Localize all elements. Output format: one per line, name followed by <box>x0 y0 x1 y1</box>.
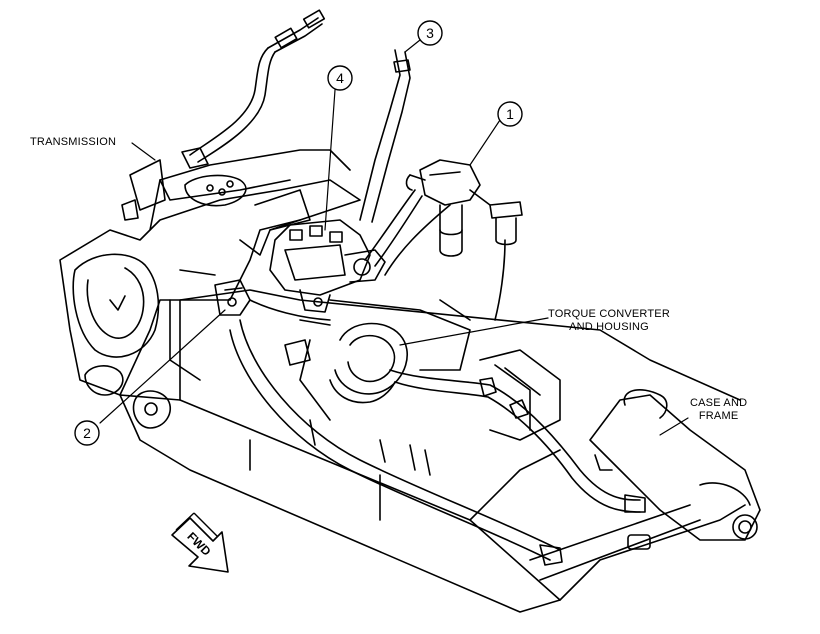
torque-converter-label: TORQUE CONVERTER AND HOUSING <box>548 308 670 334</box>
control-valve-group <box>269 219 386 313</box>
callout-2-text: 2 <box>83 425 91 441</box>
filter-assembly <box>405 159 523 257</box>
callout-4: 4 <box>327 65 353 91</box>
torque-converter-label-line2: AND HOUSING <box>569 321 649 333</box>
torque-converter-label-line1: TORQUE CONVERTER <box>548 308 670 320</box>
torque-converter <box>299 299 471 421</box>
callout-3: 3 <box>417 20 443 46</box>
callout-1: 1 <box>497 101 523 127</box>
callout-1-text: 1 <box>506 106 514 122</box>
callout-2: 2 <box>74 420 100 446</box>
case-frame-label-line1: CASE AND <box>690 397 748 409</box>
callout-3-text: 3 <box>426 25 434 41</box>
transmission-label: TRANSMISSION <box>30 136 116 149</box>
transmission-housing <box>59 149 361 429</box>
callout-4-text: 4 <box>336 70 344 86</box>
case-frame-label: CASE AND FRAME <box>690 397 747 423</box>
fwd-direction-arrow: FWD <box>171 512 229 573</box>
leader-lines <box>99 39 689 436</box>
hose-lines <box>179 9 646 566</box>
case-frame-label-line2: FRAME <box>698 410 739 422</box>
transmission-label-text: TRANSMISSION <box>30 136 117 148</box>
